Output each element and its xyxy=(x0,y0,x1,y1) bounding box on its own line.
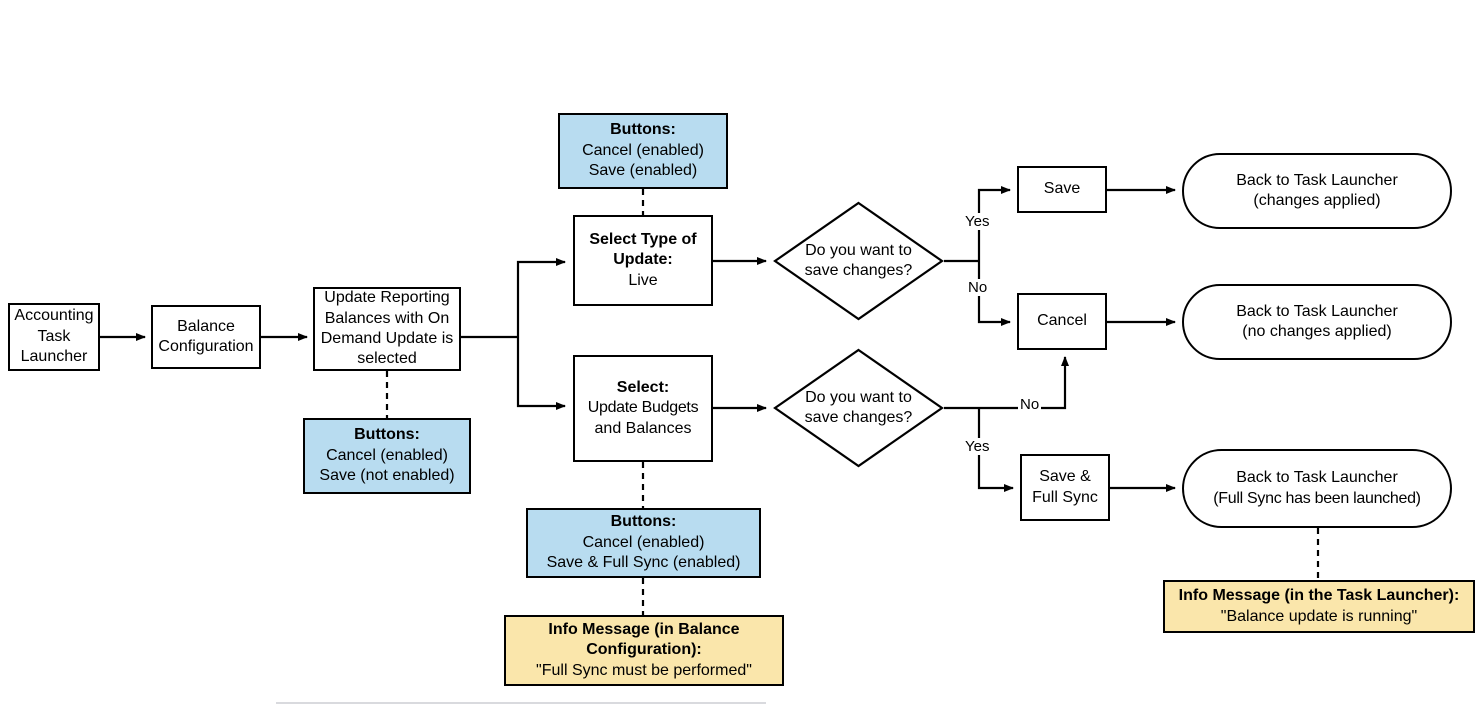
edge-split-to-budgets xyxy=(516,337,566,410)
note3-heading: Buttons: xyxy=(610,513,677,531)
decision-top-line2: save changes? xyxy=(804,262,913,279)
update-reporting-line2: Balances with On xyxy=(324,309,450,327)
terminal-full-sync-line2: (Full Sync has been launched) xyxy=(1213,489,1421,507)
note-buttons-save-enabled: Buttons: Cancel (enabled) Save (enabled) xyxy=(558,113,728,189)
balance-config-line1: Balance xyxy=(177,317,235,335)
note3-line2: Save & Full Sync (enabled) xyxy=(546,554,741,572)
bottom-rule xyxy=(276,702,766,704)
task-launcher-line1: Accounting xyxy=(14,307,94,325)
select-type-value: Live xyxy=(628,271,658,289)
task-launcher-line2: Task xyxy=(37,327,71,345)
node-accounting-task-launcher[interactable]: Accounting Task Launcher xyxy=(8,303,100,371)
node-select-type-of-update[interactable]: Select Type of Update: Live xyxy=(573,215,713,306)
node-update-reporting-balances[interactable]: Update Reporting Balances with On Demand… xyxy=(313,287,461,371)
note1-heading: Buttons: xyxy=(354,426,420,444)
edge-label-top-no: No xyxy=(966,279,990,296)
decision-bottom-line1: Do you want to xyxy=(805,389,912,406)
node-balance-configuration[interactable]: Balance Configuration xyxy=(151,305,261,369)
diamond-shape-top xyxy=(773,201,944,321)
note-info-balance-configuration: Info Message (in Balance Configuration):… xyxy=(504,615,784,686)
save-full-sync-line2: Full Sync xyxy=(1032,488,1098,506)
select-type-heading1: Select Type of xyxy=(589,230,697,248)
cancel-label: Cancel xyxy=(1037,312,1087,330)
terminal-no-changes-line2: (no changes applied) xyxy=(1242,323,1392,340)
balance-config-line2: Configuration xyxy=(158,338,254,355)
decision-bottom-line2: save changes? xyxy=(804,409,913,426)
terminal-full-sync-line1: Back to Task Launcher xyxy=(1236,469,1398,487)
edge-label-bottom-no: No xyxy=(1018,396,1042,413)
node-cancel[interactable]: Cancel xyxy=(1017,293,1107,350)
select-budgets-line2: and Balances xyxy=(594,419,692,437)
terminal-changes-line2: (changes applied) xyxy=(1253,192,1381,209)
terminal-back-full-sync-launched[interactable]: Back to Task Launcher (Full Sync has bee… xyxy=(1182,449,1452,528)
save-full-sync-line1: Save & xyxy=(1039,468,1091,486)
select-budgets-line1: Update Budgets xyxy=(587,399,699,417)
note2-line2: Save (enabled) xyxy=(588,162,698,180)
update-reporting-line3: Demand Update is xyxy=(320,330,454,347)
note3-line1: Cancel (enabled) xyxy=(582,533,705,551)
note1-line2: Save (not enabled) xyxy=(319,467,455,485)
info1-heading2: Configuration): xyxy=(586,641,702,659)
info1-heading1: Info Message (in Balance xyxy=(548,620,740,638)
info1-message: "Full Sync must be performed" xyxy=(536,661,752,679)
decision-save-changes-top[interactable]: Do you want to save changes? xyxy=(773,201,944,321)
save-label: Save xyxy=(1043,180,1081,198)
decision-top-line1: Do you want to xyxy=(805,242,912,259)
task-launcher-line3: Launcher xyxy=(20,348,88,366)
note-buttons-save-not-enabled: Buttons: Cancel (enabled) Save (not enab… xyxy=(303,418,471,494)
diamond-shape-bottom xyxy=(773,348,944,468)
terminal-no-changes-line1: Back to Task Launcher xyxy=(1236,302,1398,320)
note-info-task-launcher: Info Message (in the Task Launcher): "Ba… xyxy=(1163,580,1475,633)
select-budgets-heading: Select: xyxy=(616,378,670,396)
node-save[interactable]: Save xyxy=(1017,166,1107,213)
edge-split-to-live xyxy=(516,258,566,337)
terminal-back-no-changes[interactable]: Back to Task Launcher (no changes applie… xyxy=(1182,284,1452,360)
node-save-and-full-sync[interactable]: Save & Full Sync xyxy=(1020,454,1110,521)
update-reporting-line1: Update Reporting xyxy=(324,289,450,307)
node-select-update-budgets-and-balances[interactable]: Select: Update Budgets and Balances xyxy=(573,355,713,462)
edge-label-top-yes: Yes xyxy=(963,213,992,230)
edge-label-bottom-yes: Yes xyxy=(963,438,992,455)
select-type-heading2: Update: xyxy=(613,251,673,269)
terminal-back-changes-applied[interactable]: Back to Task Launcher (changes applied) xyxy=(1182,153,1452,229)
note1-line1: Cancel (enabled) xyxy=(326,446,448,464)
terminal-changes-line1: Back to Task Launcher xyxy=(1236,171,1398,189)
info2-heading: Info Message (in the Task Launcher): xyxy=(1178,587,1460,605)
note2-heading: Buttons: xyxy=(610,121,676,139)
note2-line1: Cancel (enabled) xyxy=(582,141,704,159)
note-buttons-full-sync-enabled: Buttons: Cancel (enabled) Save & Full Sy… xyxy=(526,508,761,578)
decision-save-changes-bottom[interactable]: Do you want to save changes? xyxy=(773,348,944,468)
info2-message: "Balance update is running" xyxy=(1220,607,1418,625)
update-reporting-line4: selected xyxy=(357,350,417,368)
